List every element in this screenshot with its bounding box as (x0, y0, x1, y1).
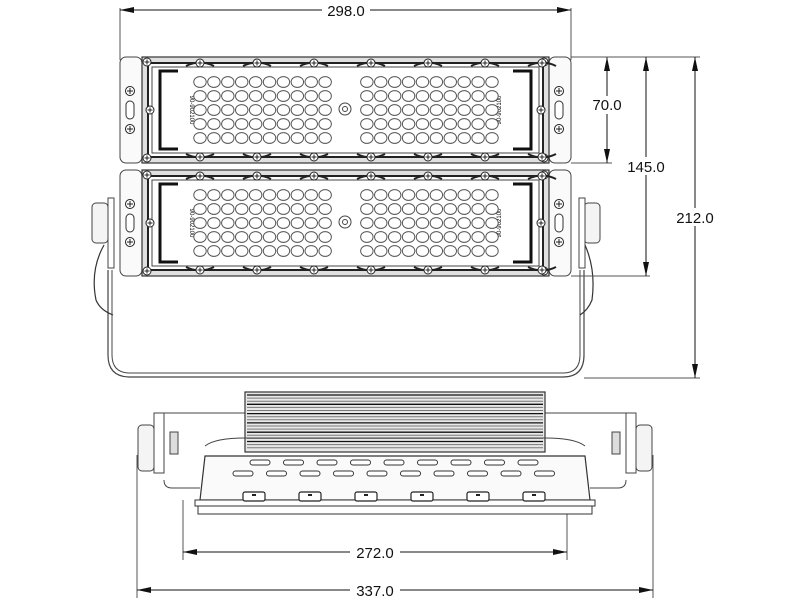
front-view (91, 8, 601, 378)
dim-337: 337.0 (356, 583, 394, 600)
dim-70: 70.0 (592, 97, 621, 114)
svg-text:90-902100: 90-902100 (188, 209, 194, 238)
dimension-lamp-body-width: 272.0 (183, 543, 567, 562)
dim-298: 298.0 (327, 3, 365, 20)
svg-text:90-902100: 90-902100 (497, 208, 503, 237)
dimension-overall-height: 212.0 (584, 57, 719, 379)
led-module-2: 90-902100 90-902100 (119, 169, 572, 277)
led-modules: 90-902100 90-902100 90-902100 90-902100 (119, 56, 572, 277)
dim-212: 212.0 (676, 210, 714, 227)
dimension-overall-width: 298.0 (120, 2, 571, 20)
dim-272: 272.0 (356, 545, 394, 562)
dimension-overall-bracket-width: 337.0 (137, 581, 653, 600)
led-module-1: 90-902100 90-902100 (119, 56, 572, 164)
dim-145: 145.0 (627, 159, 665, 176)
side-view (136, 391, 654, 598)
svg-text:90-902100: 90-902100 (188, 96, 194, 125)
dimension-module-height: 70.0 (571, 56, 628, 164)
dimension-lamp-height: 145.0 (571, 56, 700, 277)
svg-text:90-902100: 90-902100 (497, 95, 503, 124)
